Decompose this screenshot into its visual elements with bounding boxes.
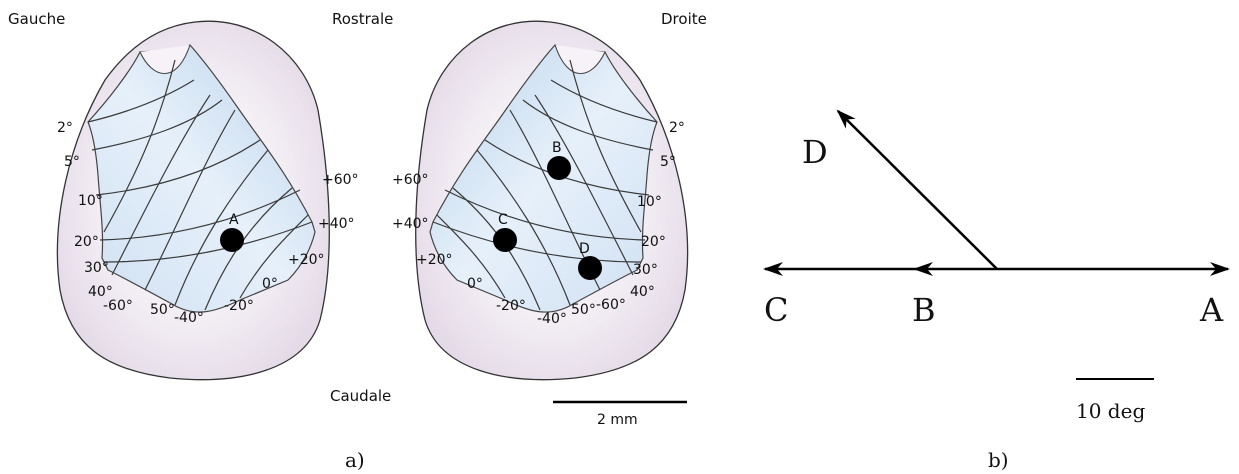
vector-d (838, 111, 997, 269)
right-azi-label-0: 0° (467, 276, 483, 292)
right-ecc-label-10: 10° (637, 194, 662, 210)
caption-b: b) (988, 448, 1009, 472)
left-azi-label-60: +60° (322, 172, 359, 188)
left-azi-label-0: 0° (262, 276, 278, 292)
right-azi-label-m40: -40° (537, 311, 567, 327)
right-azi-label-20: +20° (416, 252, 453, 268)
right-point-c-label: C (498, 212, 508, 228)
left-azi-label-40: +40° (318, 216, 355, 232)
left-ecc-label-2: 2° (57, 120, 73, 136)
caption-a: a) (345, 448, 365, 472)
right-ecc-label-20: 20° (641, 234, 666, 250)
right-point-d-label: D (579, 241, 590, 257)
left-azi-label-20: +20° (288, 252, 325, 268)
right-point-d (578, 256, 602, 280)
left-point-a-label: A (229, 212, 239, 228)
left-colliculus: A 2° 5° 10° 20° 30° 40° +60° +40° +20° 0… (57, 21, 359, 379)
vector-a-label: A (1199, 291, 1224, 329)
vector-b-label: B (912, 291, 936, 329)
scale-bar-a-label: 2 mm (597, 412, 638, 428)
scale-bar-b-label: 10 deg (1076, 399, 1145, 423)
vector-d-label: D (802, 133, 828, 171)
right-colliculus: B C D 2° 5° 10° 20° 30° 40° +60° +40° +2… (392, 21, 688, 379)
right-azi-label-60: +60° (392, 172, 429, 188)
left-azi-label-50: 50° (150, 302, 175, 318)
label-caudal: Caudale (330, 387, 391, 405)
panel-a: Gauche Rostrale Droite Caudale A (8, 10, 707, 472)
left-azi-label-m60: -60° (103, 298, 133, 314)
right-ecc-label-2: 2° (669, 120, 685, 136)
left-ecc-label-10: 10° (78, 193, 103, 209)
right-point-b-label: B (552, 140, 562, 156)
label-left: Gauche (8, 10, 65, 28)
right-ecc-label-40: 40° (630, 284, 655, 300)
left-azi-label-m20: -20° (224, 298, 254, 314)
right-azi-label-m20: -20° (496, 298, 526, 314)
right-azi-label-m60: -60° (596, 297, 626, 313)
left-ecc-label-30: 30° (84, 260, 109, 276)
left-ecc-label-5: 5° (64, 154, 80, 170)
left-azi-label-m40: -40° (174, 310, 204, 326)
vector-c-label: C (764, 291, 788, 329)
right-ecc-label-5: 5° (660, 154, 676, 170)
left-ecc-label-20: 20° (74, 234, 99, 250)
panel-b: D C B A 10 deg b) (764, 111, 1228, 472)
right-point-c (493, 228, 517, 252)
label-rostral: Rostrale (332, 10, 393, 28)
right-ecc-label-30: 30° (633, 262, 658, 278)
left-point-a (220, 228, 244, 252)
right-point-b (547, 156, 571, 180)
right-azi-label-50: 50° (571, 302, 596, 318)
right-azi-label-40: +40° (392, 216, 429, 232)
label-right: Droite (661, 10, 707, 28)
